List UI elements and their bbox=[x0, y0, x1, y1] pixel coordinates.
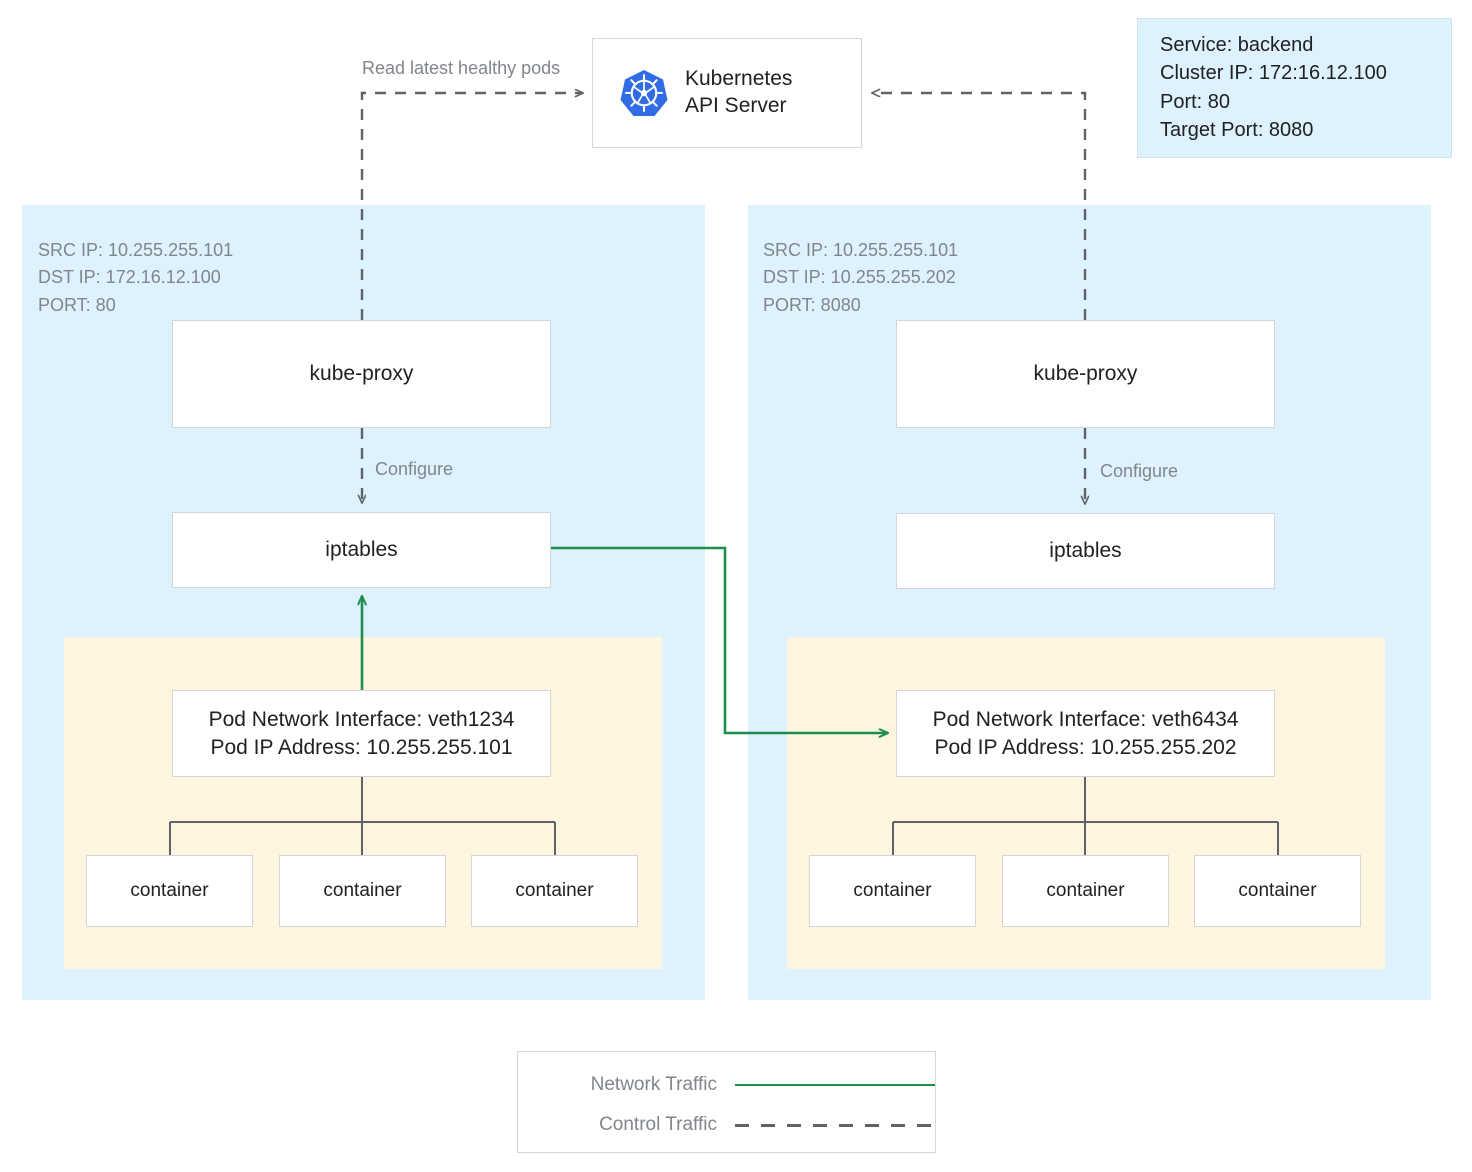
pod-network-interface-box-right[interactable]: Pod Network Interface: veth6434 Pod IP A… bbox=[896, 690, 1275, 777]
edge-label-configure-right: Configure bbox=[1100, 461, 1179, 481]
service-target-port: Target Port: 8080 bbox=[1160, 119, 1314, 142]
pod-network-interface-box-left[interactable]: Pod Network Interface: veth1234 Pod IP A… bbox=[172, 690, 551, 777]
service-port: Port: 80 bbox=[1160, 90, 1231, 113]
container-box[interactable]: container bbox=[471, 855, 638, 927]
iptables-box-left[interactable]: iptables bbox=[172, 512, 551, 588]
legend-label-control-traffic: Control Traffic bbox=[599, 1114, 717, 1135]
packet-label-right: SRC IP: 10.255.255.101 DST IP: 10.255.25… bbox=[763, 240, 959, 315]
kube-proxy-box-left[interactable]: kube-proxy bbox=[172, 320, 551, 428]
pod-interface-text-right: Pod Network Interface: veth6434 Pod IP A… bbox=[933, 706, 1239, 761]
container-label: container bbox=[323, 880, 402, 901]
kube-proxy-box-right[interactable]: kube-proxy bbox=[896, 320, 1275, 428]
service-info-callout: Service: backend Cluster IP: 172:16.12.1… bbox=[1137, 18, 1452, 158]
packet-label-left: SRC IP: 10.255.255.101 DST IP: 172.16.12… bbox=[38, 240, 234, 315]
container-label: container bbox=[515, 880, 594, 901]
service-name: Service: backend bbox=[1160, 34, 1314, 56]
container-box[interactable]: container bbox=[279, 855, 446, 927]
legend-swatch-dashed-line bbox=[735, 1123, 935, 1127]
pod-interface-name-left: Pod Network Interface: veth1234 bbox=[208, 707, 515, 731]
container-label: container bbox=[853, 880, 932, 901]
kube-proxy-label-left: kube-proxy bbox=[309, 362, 414, 385]
pod-interface-name-right: Pod Network Interface: veth6434 bbox=[932, 707, 1239, 731]
container-box[interactable]: container bbox=[809, 855, 976, 927]
container-box[interactable]: container bbox=[1194, 855, 1361, 927]
container-box[interactable]: container bbox=[86, 855, 253, 927]
container-label: container bbox=[1238, 880, 1317, 901]
container-label: container bbox=[1046, 880, 1125, 901]
container-box[interactable]: container bbox=[1002, 855, 1169, 927]
kubernetes-wheel-icon bbox=[619, 68, 669, 118]
edge-label-read-latest-healthy-pods: Read latest healthy pods bbox=[362, 58, 561, 78]
edge-label-configure-left: Configure bbox=[375, 459, 454, 479]
api-server-label: Kubernetes API Server bbox=[685, 67, 793, 117]
kubernetes-api-server-box[interactable]: Kubernetes API Server bbox=[592, 38, 862, 148]
iptables-box-right[interactable]: iptables bbox=[896, 513, 1275, 589]
iptables-label-right: iptables bbox=[1049, 539, 1122, 562]
service-cluster-ip: Cluster IP: 172:16.12.100 bbox=[1160, 62, 1387, 85]
legend-row-control-traffic: Control Traffic bbox=[518, 1114, 935, 1136]
legend-swatch-solid-line bbox=[735, 1084, 935, 1086]
pod-interface-text-left: Pod Network Interface: veth1234 Pod IP A… bbox=[209, 706, 515, 761]
legend-row-network-traffic: Network Traffic bbox=[518, 1074, 935, 1096]
legend-label-network-traffic: Network Traffic bbox=[590, 1074, 717, 1095]
kube-proxy-label-right: kube-proxy bbox=[1033, 362, 1138, 385]
pod-ip-address-right: Pod IP Address: 10.255.255.202 bbox=[934, 735, 1237, 759]
pod-ip-address-left: Pod IP Address: 10.255.255.101 bbox=[210, 735, 513, 759]
iptables-label-left: iptables bbox=[325, 538, 398, 561]
legend-box: Network Traffic Control Traffic bbox=[517, 1051, 936, 1153]
container-label: container bbox=[130, 880, 209, 901]
